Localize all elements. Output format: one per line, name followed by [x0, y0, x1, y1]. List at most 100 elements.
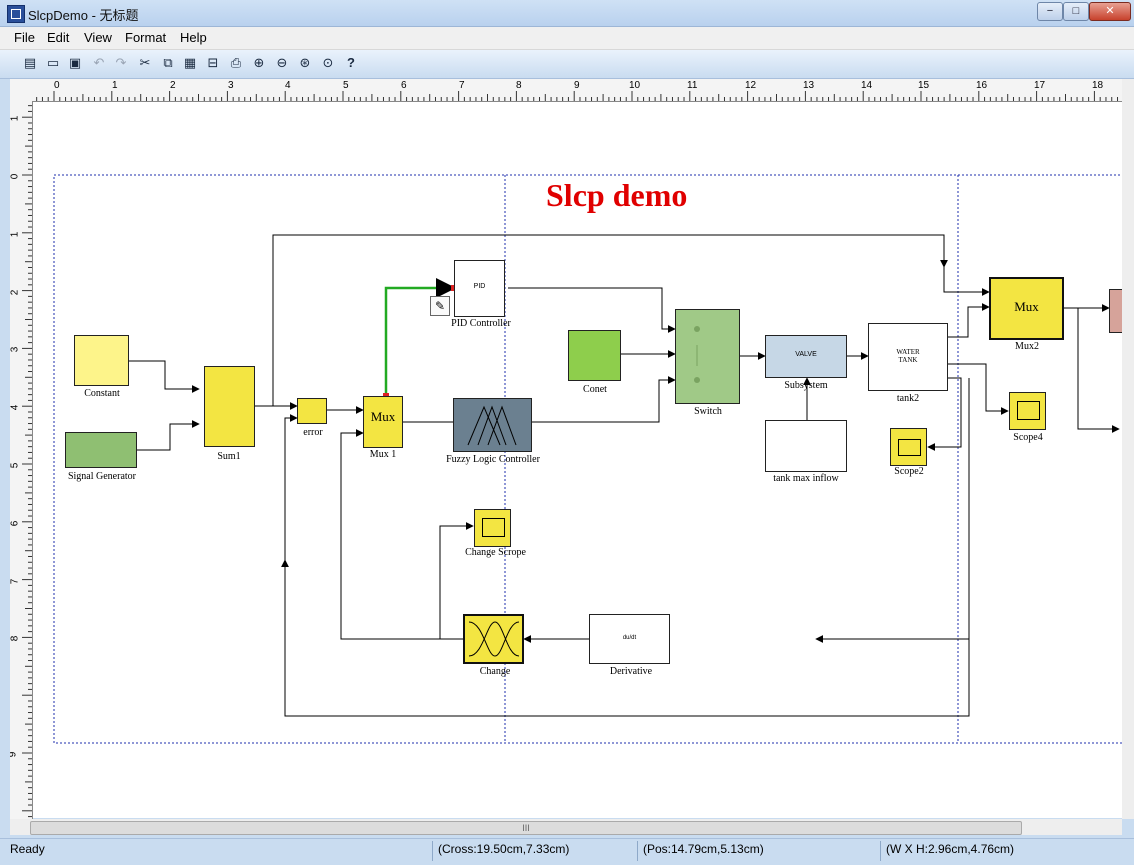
menu-view[interactable]: View — [84, 30, 112, 45]
ruler-v-label: 0 — [10, 173, 21, 180]
ruler-v-label: 3 — [10, 346, 21, 353]
app-icon — [7, 5, 25, 23]
zoom-100-icon[interactable]: ⊙ — [322, 55, 334, 70]
window-title: SlcpDemo - 无标题 — [28, 8, 139, 23]
ruler-h-label: 18 — [1092, 80, 1104, 91]
tank-max-inflow-block[interactable] — [765, 420, 847, 472]
status-wh: (W X H:2.96cm,4.76cm) — [886, 842, 1015, 856]
scope2-label: Scope2 — [894, 466, 924, 477]
ruler-h-label: 13 — [803, 80, 815, 91]
scope2-screen-icon — [898, 439, 921, 456]
horizontal-scrollbar-thumb[interactable]: III — [30, 821, 1022, 835]
horizontal-ruler: 0 1 2 3 4 5 6 7 8 9 10 11 12 13 14 15 16… — [32, 79, 1122, 102]
close-button[interactable]: ✕ — [1089, 2, 1131, 21]
fuzzy-logic-controller-block[interactable] — [453, 398, 532, 452]
tank-max-inflow-label: tank max inflow — [773, 473, 839, 484]
ruler-v-label: 4 — [10, 404, 21, 411]
save-icon[interactable]: ▣ — [68, 55, 82, 70]
switch-label: Switch — [694, 406, 722, 417]
ruler-v-label: 1 — [10, 231, 21, 238]
change-scope-screen-icon — [482, 518, 505, 537]
signal-generator-label: Signal Generator — [67, 471, 137, 482]
zoom-out-icon[interactable]: ⊖ — [276, 55, 288, 70]
ruler-h-label: 4 — [285, 80, 291, 91]
ruler-h-label: 7 — [459, 80, 465, 91]
ruler-h-label: 14 — [861, 80, 873, 91]
ruler-v-label: 1 — [10, 115, 21, 122]
mux2-block[interactable]: Mux — [989, 277, 1064, 340]
paste-icon[interactable]: ▦ — [183, 55, 197, 70]
vertical-ruler: 1 0 1 2 3 4 5 6 7 8 9 — [10, 101, 33, 819]
status-pos: (Pos:14.79cm,5.13cm) — [643, 842, 764, 856]
copy-icon[interactable]: ⧉ — [163, 55, 173, 70]
edit-pencil-icon[interactable]: ✎ — [430, 296, 450, 316]
ruler-corner — [10, 79, 33, 102]
ruler-h-label: 12 — [745, 80, 757, 91]
scope4-label: Scope4 — [1013, 432, 1043, 443]
cut-icon[interactable]: ✂ — [139, 55, 151, 70]
ruler-h-label: 15 — [918, 80, 930, 91]
ruler-h-label: 17 — [1034, 80, 1046, 91]
sum1-block[interactable] — [204, 366, 255, 447]
ruler-v-label: 6 — [10, 520, 21, 527]
open-icon[interactable]: ▭ — [46, 55, 60, 70]
ruler-h-label: 0 — [54, 80, 60, 91]
ruler-v-label: 5 — [10, 462, 21, 469]
subsystem-label: Subsystem — [784, 380, 828, 391]
derivative-label: Derivative — [609, 666, 653, 677]
offscreen-block[interactable] — [1109, 289, 1122, 333]
menu-edit[interactable]: Edit — [47, 30, 70, 45]
scope4-screen-icon — [1017, 401, 1040, 420]
constant-block[interactable] — [74, 335, 129, 386]
status-bar: Ready (Cross:19.50cm,7.33cm) (Pos:14.79c… — [0, 838, 1134, 865]
menu-help[interactable]: Help — [180, 30, 207, 45]
duplicate-icon[interactable]: ⊟ — [207, 55, 219, 70]
change-block[interactable] — [463, 614, 524, 664]
menu-bar: File Edit View Format Help — [0, 27, 1134, 50]
fuzzy-logic-controller-label: Fuzzy Logic Controller — [446, 454, 540, 465]
ruler-h-label: 3 — [228, 80, 234, 91]
error-block[interactable] — [297, 398, 327, 424]
horizontal-ruler-ticks — [36, 91, 1119, 101]
help-icon[interactable]: ? — [347, 55, 355, 70]
status-separator — [637, 841, 638, 861]
change-scope-block[interactable] — [474, 509, 511, 547]
tank2-label: tank2 — [896, 393, 920, 404]
zoom-in-icon[interactable]: ⊕ — [253, 55, 265, 70]
redo-icon[interactable]: ↷ — [115, 55, 127, 70]
fuzzy-membership-icon — [467, 405, 517, 446]
change-label: Change — [479, 666, 511, 677]
maximize-button[interactable]: □ — [1063, 2, 1089, 21]
tank2-block[interactable]: WATER TANK — [868, 323, 948, 391]
ruler-h-label: 5 — [343, 80, 349, 91]
scope4-block[interactable] — [1009, 392, 1046, 430]
ruler-v-label: 8 — [10, 635, 21, 642]
conet-block[interactable] — [568, 330, 621, 381]
minimize-button[interactable]: − — [1037, 2, 1063, 21]
vertical-scrollbar[interactable] — [1122, 79, 1134, 819]
pid-controller-block[interactable]: PID — [454, 260, 505, 317]
scope2-block[interactable] — [890, 428, 927, 466]
zoom-fit-icon[interactable]: ⊛ — [299, 55, 311, 70]
status-separator — [880, 841, 881, 861]
undo-icon[interactable]: ↶ — [93, 55, 105, 70]
menu-format[interactable]: Format — [125, 30, 167, 45]
diagram-canvas[interactable]: Slcp demo Constant Signal Generator Sum1… — [33, 102, 1122, 818]
conet-label: Conet — [583, 384, 607, 395]
switch-block[interactable] — [675, 309, 740, 404]
error-label: error — [303, 427, 323, 438]
subsystem-block[interactable]: VALVE — [765, 335, 847, 378]
horizontal-scrollbar[interactable]: III — [10, 819, 1122, 835]
ruler-v-label: 9 — [10, 752, 18, 758]
print-icon[interactable]: ⎙ — [230, 55, 242, 70]
ruler-v-label: 2 — [10, 289, 21, 296]
new-icon[interactable]: ▤ — [23, 55, 37, 70]
sum1-label: Sum1 — [217, 451, 241, 462]
mux1-block[interactable]: Mux — [363, 396, 403, 448]
ruler-h-label: 10 — [629, 80, 641, 91]
derivative-block[interactable]: du/dt — [589, 614, 670, 664]
signal-generator-block[interactable] — [65, 432, 137, 468]
ruler-v-label: 7 — [10, 578, 21, 585]
ruler-h-label: 16 — [976, 80, 988, 91]
menu-file[interactable]: File — [14, 30, 35, 45]
